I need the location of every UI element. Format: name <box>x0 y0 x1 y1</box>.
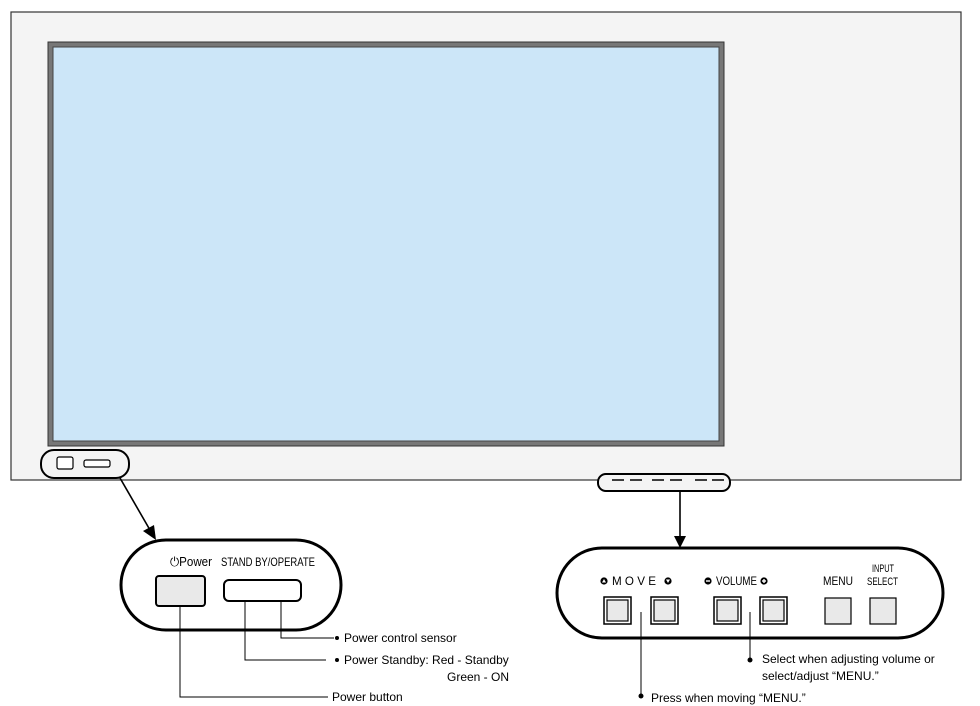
move-down-icon <box>664 577 672 585</box>
menu-button[interactable] <box>824 597 852 625</box>
input-select-button[interactable] <box>869 597 897 625</box>
power-button[interactable] <box>155 575 206 607</box>
arrow-to-right-panel <box>674 491 686 548</box>
mini-power-button <box>56 456 74 470</box>
power-button-text: Power button <box>332 690 403 704</box>
screen <box>52 46 720 442</box>
move-down-button[interactable] <box>650 596 679 625</box>
volume-down-button[interactable] <box>713 596 742 625</box>
move-up-button[interactable] <box>603 596 632 625</box>
select-label: SELECT <box>867 576 898 588</box>
power-label: ⏻Power <box>170 554 213 569</box>
power-standby-text: Power Standby: Red - Standby <box>344 653 509 667</box>
standby-callout-line <box>244 601 326 661</box>
menu-label: MENU <box>823 574 853 588</box>
volume-minus-icon <box>704 577 712 585</box>
power-control-sensor-text: Power control sensor <box>344 631 457 645</box>
controls-area-highlight <box>597 473 731 492</box>
standby-operate-indicator <box>223 579 302 602</box>
volume-label: VOLUME <box>716 574 757 588</box>
move-label: M O V E <box>612 574 656 588</box>
volume-note-text: Select when adjusting volume or <box>762 652 935 666</box>
standby-operate-label: STAND BY/OPERATE <box>221 555 315 569</box>
volume-note-text-2: select/adjust “MENU.” <box>762 669 879 683</box>
input-label: INPUT <box>872 563 894 575</box>
sensor-callout-line <box>280 601 334 639</box>
move-note-text: Press when moving “MENU.” <box>651 691 806 705</box>
mini-standby-indicator <box>83 459 111 468</box>
arrow-to-left-panel <box>119 477 156 540</box>
volume-up-button[interactable] <box>759 596 788 625</box>
volume-plus-icon <box>760 577 768 585</box>
power-button-callout-line <box>179 606 328 698</box>
power-standby-green-text: Green - ON <box>447 670 509 684</box>
move-up-icon <box>600 577 608 585</box>
